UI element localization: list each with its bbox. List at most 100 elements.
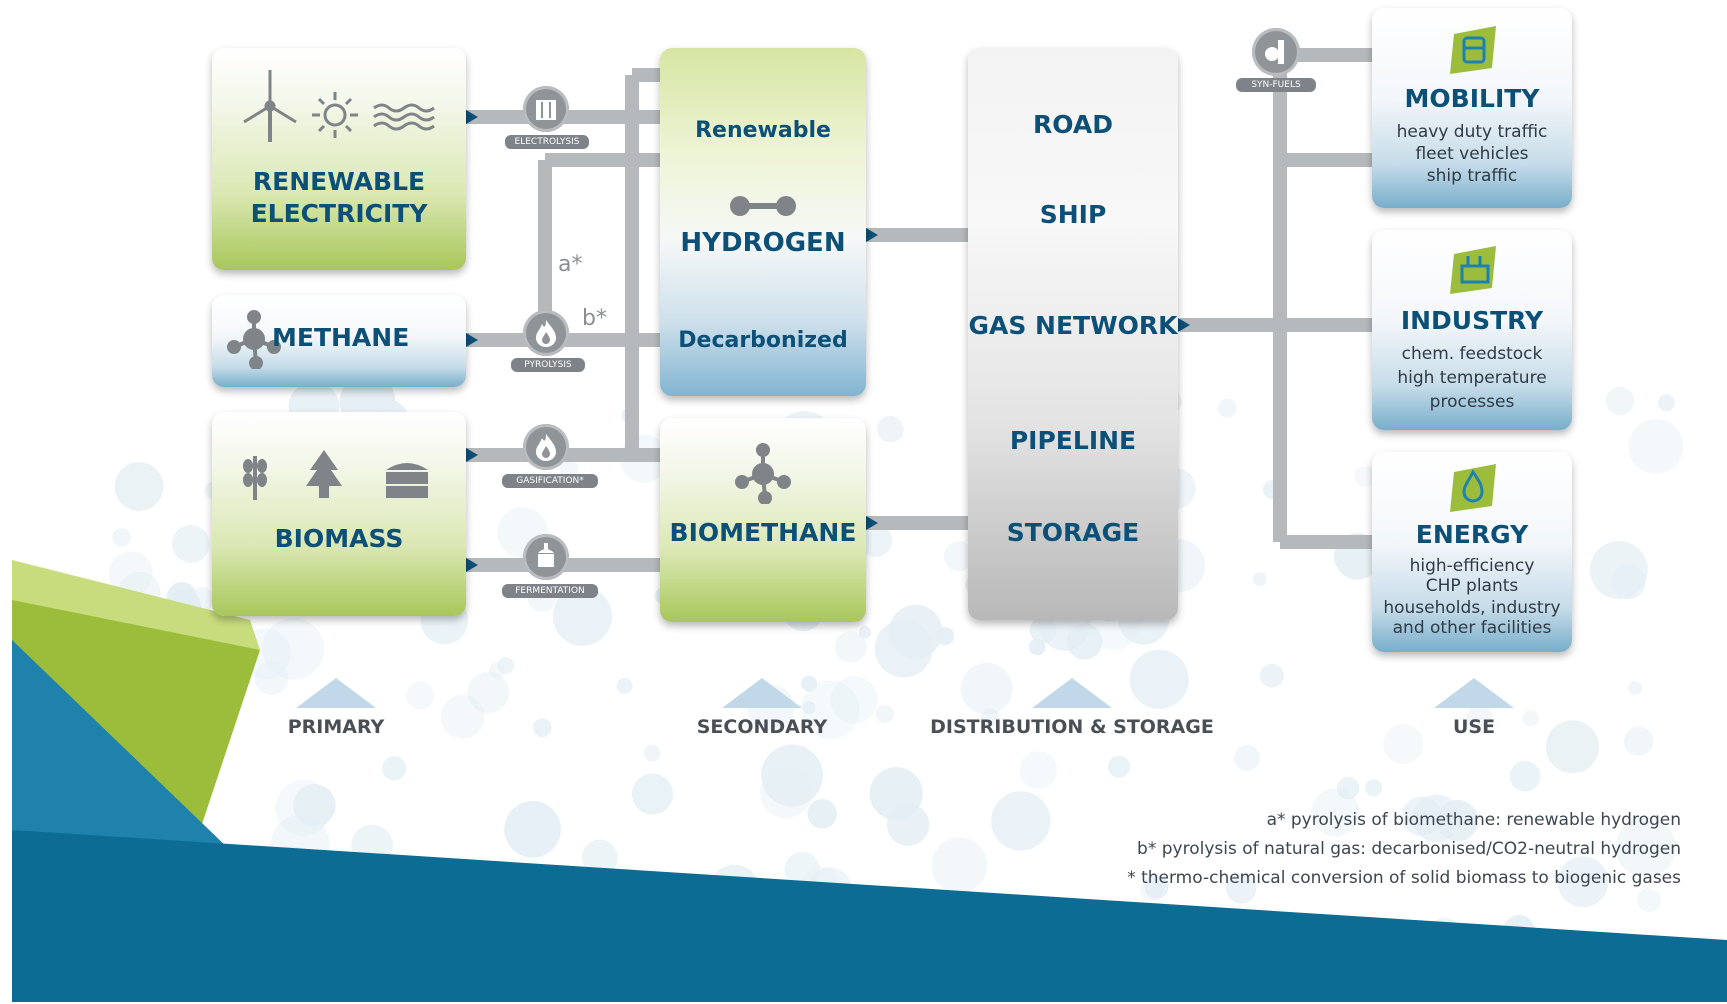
silo-icon	[386, 463, 428, 498]
background-bubble	[807, 799, 837, 829]
hydrogen-box: Renewable HYDROGEN Decarbonized	[660, 48, 866, 396]
background-bubble	[440, 694, 485, 739]
molecule-icon	[735, 443, 791, 504]
background-bubble	[1628, 681, 1643, 695]
footnote-star: * thermo-chemical conversion of solid bi…	[1127, 868, 1681, 888]
background-bubble	[532, 718, 552, 738]
background-bubble	[991, 791, 1051, 851]
background-bubble	[943, 541, 974, 572]
hydrogen-molecule-icon	[730, 196, 796, 216]
background-bubble	[800, 680, 860, 740]
background-bubble	[931, 837, 988, 894]
hydrogen-label: HYDROGEN	[680, 228, 846, 258]
background-bubble	[1557, 856, 1609, 908]
mobility-line-1: heavy duty traffic	[1396, 122, 1548, 142]
biomethane-box: BIOMETHANE	[660, 418, 866, 622]
background-bubble	[489, 662, 505, 679]
renewable-label: Renewable	[695, 118, 831, 143]
energy-line-3: households, industry	[1383, 598, 1561, 618]
background-bubble	[1545, 720, 1599, 774]
industry-line-2: high temperature	[1397, 368, 1547, 388]
electrolysis-node	[523, 86, 569, 132]
syn-fuels-node	[1252, 28, 1300, 76]
syn-fuels-icon	[1265, 40, 1284, 64]
background-bubble	[1259, 663, 1284, 688]
background-bubble	[1217, 398, 1237, 418]
renewable-electricity-label: RENEWABLE ELECTRICITY	[250, 167, 428, 228]
methane-label: METHANE	[272, 323, 410, 352]
connector-lines	[462, 48, 1372, 572]
gas-network-label: GAS NETWORK	[968, 311, 1178, 340]
biomass-label: BIOMASS	[274, 524, 404, 553]
background-bubble	[1129, 649, 1189, 709]
background-bubble	[1234, 744, 1261, 771]
methane-box: METHANE	[212, 295, 466, 387]
flame-icon	[536, 320, 556, 347]
background-bubble	[760, 766, 812, 819]
industry-line-3: processes	[1429, 392, 1515, 412]
background-bubble	[1108, 755, 1131, 778]
stage-distribution-label: DISTRIBUTION & STORAGE	[930, 716, 1214, 738]
biomass-box: BIOMASS	[212, 412, 466, 616]
background-bubble	[859, 523, 893, 557]
light-green-triangle-decor	[12, 560, 260, 650]
flame-icon	[536, 434, 556, 461]
background-bubble	[835, 631, 867, 663]
background-bubble	[1028, 638, 1046, 656]
pyrolysis-node	[523, 310, 569, 356]
tree-icon	[306, 450, 342, 498]
wheat-icon	[243, 456, 267, 500]
background-bubble	[497, 657, 515, 674]
electrolysis-icon	[536, 100, 556, 120]
renewable-electricity-box: RENEWABLE ELECTRICITY	[212, 48, 466, 270]
background-bubble	[1466, 705, 1494, 733]
background-bubble	[114, 462, 164, 511]
background-bubble	[784, 851, 820, 888]
mobility-line-2: fleet vehicles	[1415, 144, 1529, 164]
sun-icon	[312, 92, 358, 138]
background-bubble	[171, 524, 210, 563]
background-bubble	[889, 604, 943, 659]
background-bubble	[830, 676, 878, 724]
background-bubble	[1253, 572, 1267, 586]
background-bubble	[581, 839, 618, 876]
industry-icon	[1450, 246, 1496, 294]
background-bubble	[1412, 794, 1461, 843]
background-bubble	[981, 708, 1000, 727]
mobility-box: MOBILITY heavy duty traffic fleet vehicl…	[1372, 8, 1572, 208]
background-bubble	[1605, 386, 1635, 416]
stage-secondary-label: SECONDARY	[696, 716, 828, 738]
energy-icon	[1450, 464, 1496, 512]
bottom-blue-band	[12, 830, 1727, 1004]
background-bubble	[1354, 466, 1376, 487]
pipeline-label: PIPELINE	[1009, 426, 1137, 455]
footnote-a: a* pyrolysis of biomethane: renewable hy…	[1266, 810, 1681, 830]
energy-line-1: high-efficiency	[1409, 556, 1535, 576]
background-bubble	[1628, 419, 1684, 474]
industry-box: INDUSTRY chem. feedstock high temperatur…	[1372, 230, 1572, 430]
background-bubble	[1336, 776, 1360, 800]
background-bubble	[1624, 726, 1654, 756]
background-bubble	[262, 618, 325, 680]
footnote-b: b* pyrolysis of natural gas: decarbonise…	[1137, 839, 1681, 859]
storage-label: STORAGE	[1006, 518, 1140, 547]
waves-icon	[373, 103, 435, 131]
background-bubble	[632, 773, 673, 815]
a-marker: a*	[558, 252, 583, 277]
energy-line-2: CHP plants	[1425, 576, 1519, 596]
pyrolysis-tag: PYROLYSIS	[511, 358, 585, 372]
energy-title: ENERGY	[1415, 520, 1529, 549]
industry-title: INDUSTRY	[1400, 306, 1544, 335]
background-bubble	[293, 784, 336, 827]
fermenter-icon	[538, 543, 554, 567]
background-bubble	[875, 705, 894, 723]
connector-arrows	[466, 110, 1190, 572]
teal-triangle-decor	[12, 640, 230, 850]
background-bubble	[1144, 875, 1169, 899]
background-bubble	[467, 671, 510, 714]
background-bubble	[1509, 761, 1541, 792]
background-bubble	[1383, 724, 1424, 764]
gasification-tag: GASIFICATION*	[502, 474, 598, 488]
background-bubble	[1589, 541, 1648, 599]
